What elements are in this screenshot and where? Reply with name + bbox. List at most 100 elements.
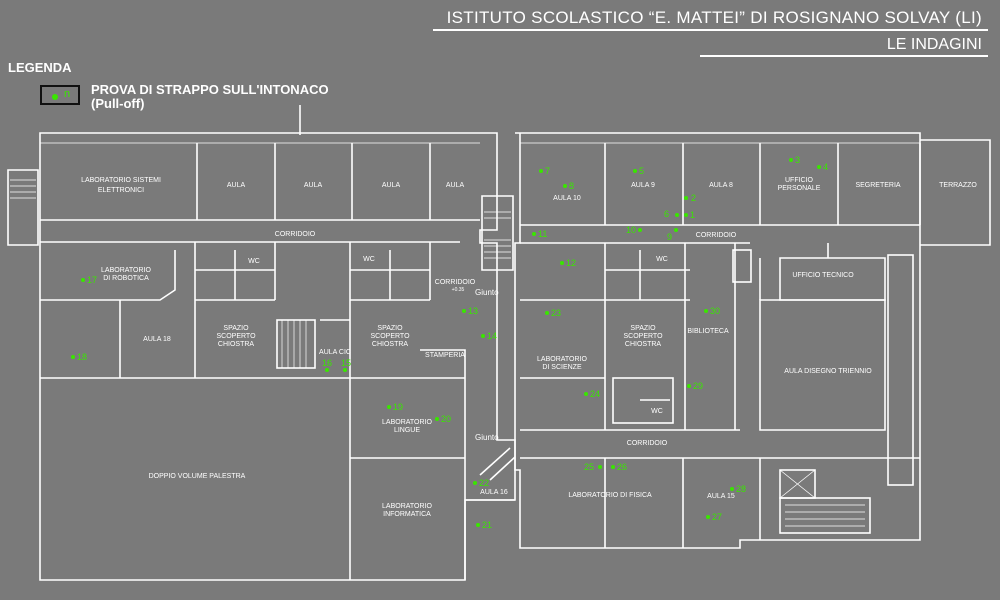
room-label-chiostra-2-line1: SPAZIO xyxy=(377,325,403,332)
test-point-label: 8 xyxy=(569,181,574,191)
test-point-label: 19 xyxy=(393,402,403,412)
legend-item-line1: PROVA DI STRAPPO SULL'INTONACO xyxy=(91,82,329,97)
test-point-label: 25 xyxy=(584,462,594,472)
room-label-biblioteca: BIBLIOTECA xyxy=(687,328,729,335)
room-label-wc: WC xyxy=(363,256,375,263)
test-point-marker xyxy=(598,465,602,469)
room-label-aula: AULA xyxy=(446,182,465,189)
room-label-chiostra-2-line2: SCOPERTO xyxy=(370,333,410,340)
room-label-lab-info-line1: LABORATORIO xyxy=(382,503,432,510)
test-point-marker xyxy=(71,355,75,359)
test-point-label: 7 xyxy=(545,166,550,176)
test-point-label: 29 xyxy=(693,381,703,391)
room-label-chiostra-2-line3: CHIOSTRA xyxy=(372,341,409,348)
test-point-label: 4 xyxy=(823,162,828,172)
room-label-wc: WC xyxy=(656,256,668,263)
test-point-label: 14 xyxy=(487,331,497,341)
test-point-label: 18 xyxy=(77,352,87,362)
room-label-aula: AULA xyxy=(227,182,246,189)
test-point-marker xyxy=(684,213,688,217)
joint-label: Giunto xyxy=(475,288,499,297)
test-point-label: 9 xyxy=(667,232,672,242)
legend-title: LEGENDA xyxy=(8,60,72,75)
test-point-label: 23 xyxy=(551,308,561,318)
test-point-marker xyxy=(435,417,439,421)
test-point-label: 26 xyxy=(617,462,627,472)
test-point-label: 17 xyxy=(87,275,97,285)
test-point-marker xyxy=(81,278,85,282)
test-point-marker xyxy=(789,158,793,162)
test-point-label: 16 xyxy=(322,358,332,368)
test-point-marker xyxy=(462,309,466,313)
legend-item-line2: (Pull-off) xyxy=(91,96,145,111)
room-label-aula-15: AULA 15 xyxy=(707,493,735,500)
room-label-lab-robotica-line2: DI ROBOTICA xyxy=(103,275,149,282)
room-label-aula-9: AULA 9 xyxy=(631,182,655,189)
test-point-marker xyxy=(730,487,734,491)
test-point-marker xyxy=(675,213,679,217)
test-point-marker xyxy=(684,196,688,200)
test-point-marker xyxy=(387,405,391,409)
room-label-ufficio-personale-line1: UFFICIO xyxy=(785,177,814,184)
room-label-chiostra-3-line1: SPAZIO xyxy=(630,325,656,332)
test-point-label: 6 xyxy=(664,209,669,219)
room-label-chiostra-1-line2: SCOPERTO xyxy=(216,333,256,340)
legend-item: PROVA DI STRAPPO SULL'INTONACO (Pull-off… xyxy=(91,83,329,111)
test-point-marker xyxy=(343,368,347,372)
room-label-lab-scienze-line2: DI SCIENZE xyxy=(542,364,582,371)
room-label-lab-scienze-line1: LABORATORIO xyxy=(537,356,587,363)
joint-label: Giunto xyxy=(475,433,499,442)
test-point-marker xyxy=(674,228,678,232)
test-point-marker xyxy=(584,392,588,396)
test-point-marker xyxy=(687,384,691,388)
room-label-wc: WC xyxy=(651,408,663,415)
test-point-marker xyxy=(563,184,567,188)
room-label-aula-8: AULA 8 xyxy=(709,182,733,189)
test-point-label: 11 xyxy=(538,229,547,239)
room-label-lab-robotica-line1: LABORATORIO xyxy=(101,267,151,274)
test-point-label: 22 xyxy=(479,478,489,488)
test-point-marker xyxy=(706,515,710,519)
subtitle-underline xyxy=(700,55,988,57)
room-label-lab-info-line2: INFORMATICA xyxy=(383,511,431,518)
room-label-segreteria: SEGRETERIA xyxy=(855,182,900,189)
room-label-palestra: DOPPIO VOLUME PALESTRA xyxy=(149,473,246,480)
room-label-ufficio-personale-line2: PERSONALE xyxy=(778,185,821,192)
test-point-marker xyxy=(633,169,637,173)
room-label-corridoio-low: CORRIDOIO xyxy=(627,440,668,447)
room-label-corridoio-mid: CORRIDOIO xyxy=(435,279,476,286)
room-label-chiostra-3-line3: CHIOSTRA xyxy=(625,341,662,348)
test-point-marker xyxy=(560,261,564,265)
legend-symbol: n xyxy=(40,85,80,105)
outer-wall-right-block xyxy=(514,132,921,549)
room-label-lab-sistemi-line1: LABORATORIO SISTEMI xyxy=(81,177,161,184)
room-label-lab-lingue-line1: LABORATORIO xyxy=(382,419,432,426)
test-point-marker xyxy=(611,465,615,469)
room-label-aula-cic: AULA CIC xyxy=(319,349,351,356)
room-label-corridoio: CORRIDOIO xyxy=(696,232,737,239)
test-point-marker xyxy=(545,311,549,315)
test-point-label: 27 xyxy=(712,512,722,522)
test-point-marker xyxy=(473,481,477,485)
test-point-marker xyxy=(476,523,480,527)
room-label-wc: WC xyxy=(248,258,260,265)
test-point-marker xyxy=(704,309,708,313)
test-point-marker xyxy=(325,368,329,372)
room-label-stamperia: STAMPERIA xyxy=(425,352,465,359)
test-point-label: 28 xyxy=(736,484,746,494)
test-point-marker xyxy=(817,165,821,169)
test-point-label: 20 xyxy=(441,414,451,424)
page-title: ISTITUTO SCOLASTICO “E. MATTEI” DI ROSIG… xyxy=(446,8,982,27)
room-label-chiostra-1-line3: CHIOSTRA xyxy=(218,341,255,348)
test-point-marker xyxy=(539,169,543,173)
test-point-marker xyxy=(638,228,642,232)
test-point-dot-icon xyxy=(52,94,58,100)
room-label-aula-16: AULA 16 xyxy=(480,489,508,496)
room-label-corridoio: CORRIDOIO xyxy=(275,231,316,238)
room-label-aula: AULA xyxy=(304,182,323,189)
test-point-label: 13 xyxy=(468,306,478,316)
legend-symbol-label: n xyxy=(64,88,71,100)
test-point-label: 21 xyxy=(482,520,492,530)
room-label-ufficio-tecnico: UFFICIO TECNICO xyxy=(792,272,854,279)
test-point-label: 2 xyxy=(691,193,696,203)
